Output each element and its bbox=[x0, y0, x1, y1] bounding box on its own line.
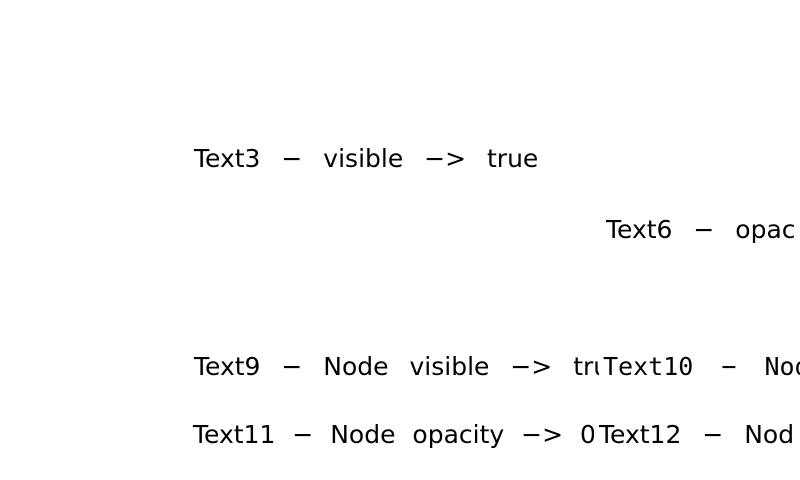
text6-label: Text6 − opac bbox=[606, 215, 796, 244]
text11-label: Text11 − Node opacity −> 0 bbox=[193, 420, 596, 449]
text12-label: Text12 − Nod bbox=[594, 420, 795, 450]
text3-label: Text3 − visible −> true bbox=[194, 144, 539, 173]
text9-label: Text9 − Node visible −> true bbox=[194, 352, 625, 381]
text10-label: Text10 − Nod bbox=[599, 352, 800, 382]
